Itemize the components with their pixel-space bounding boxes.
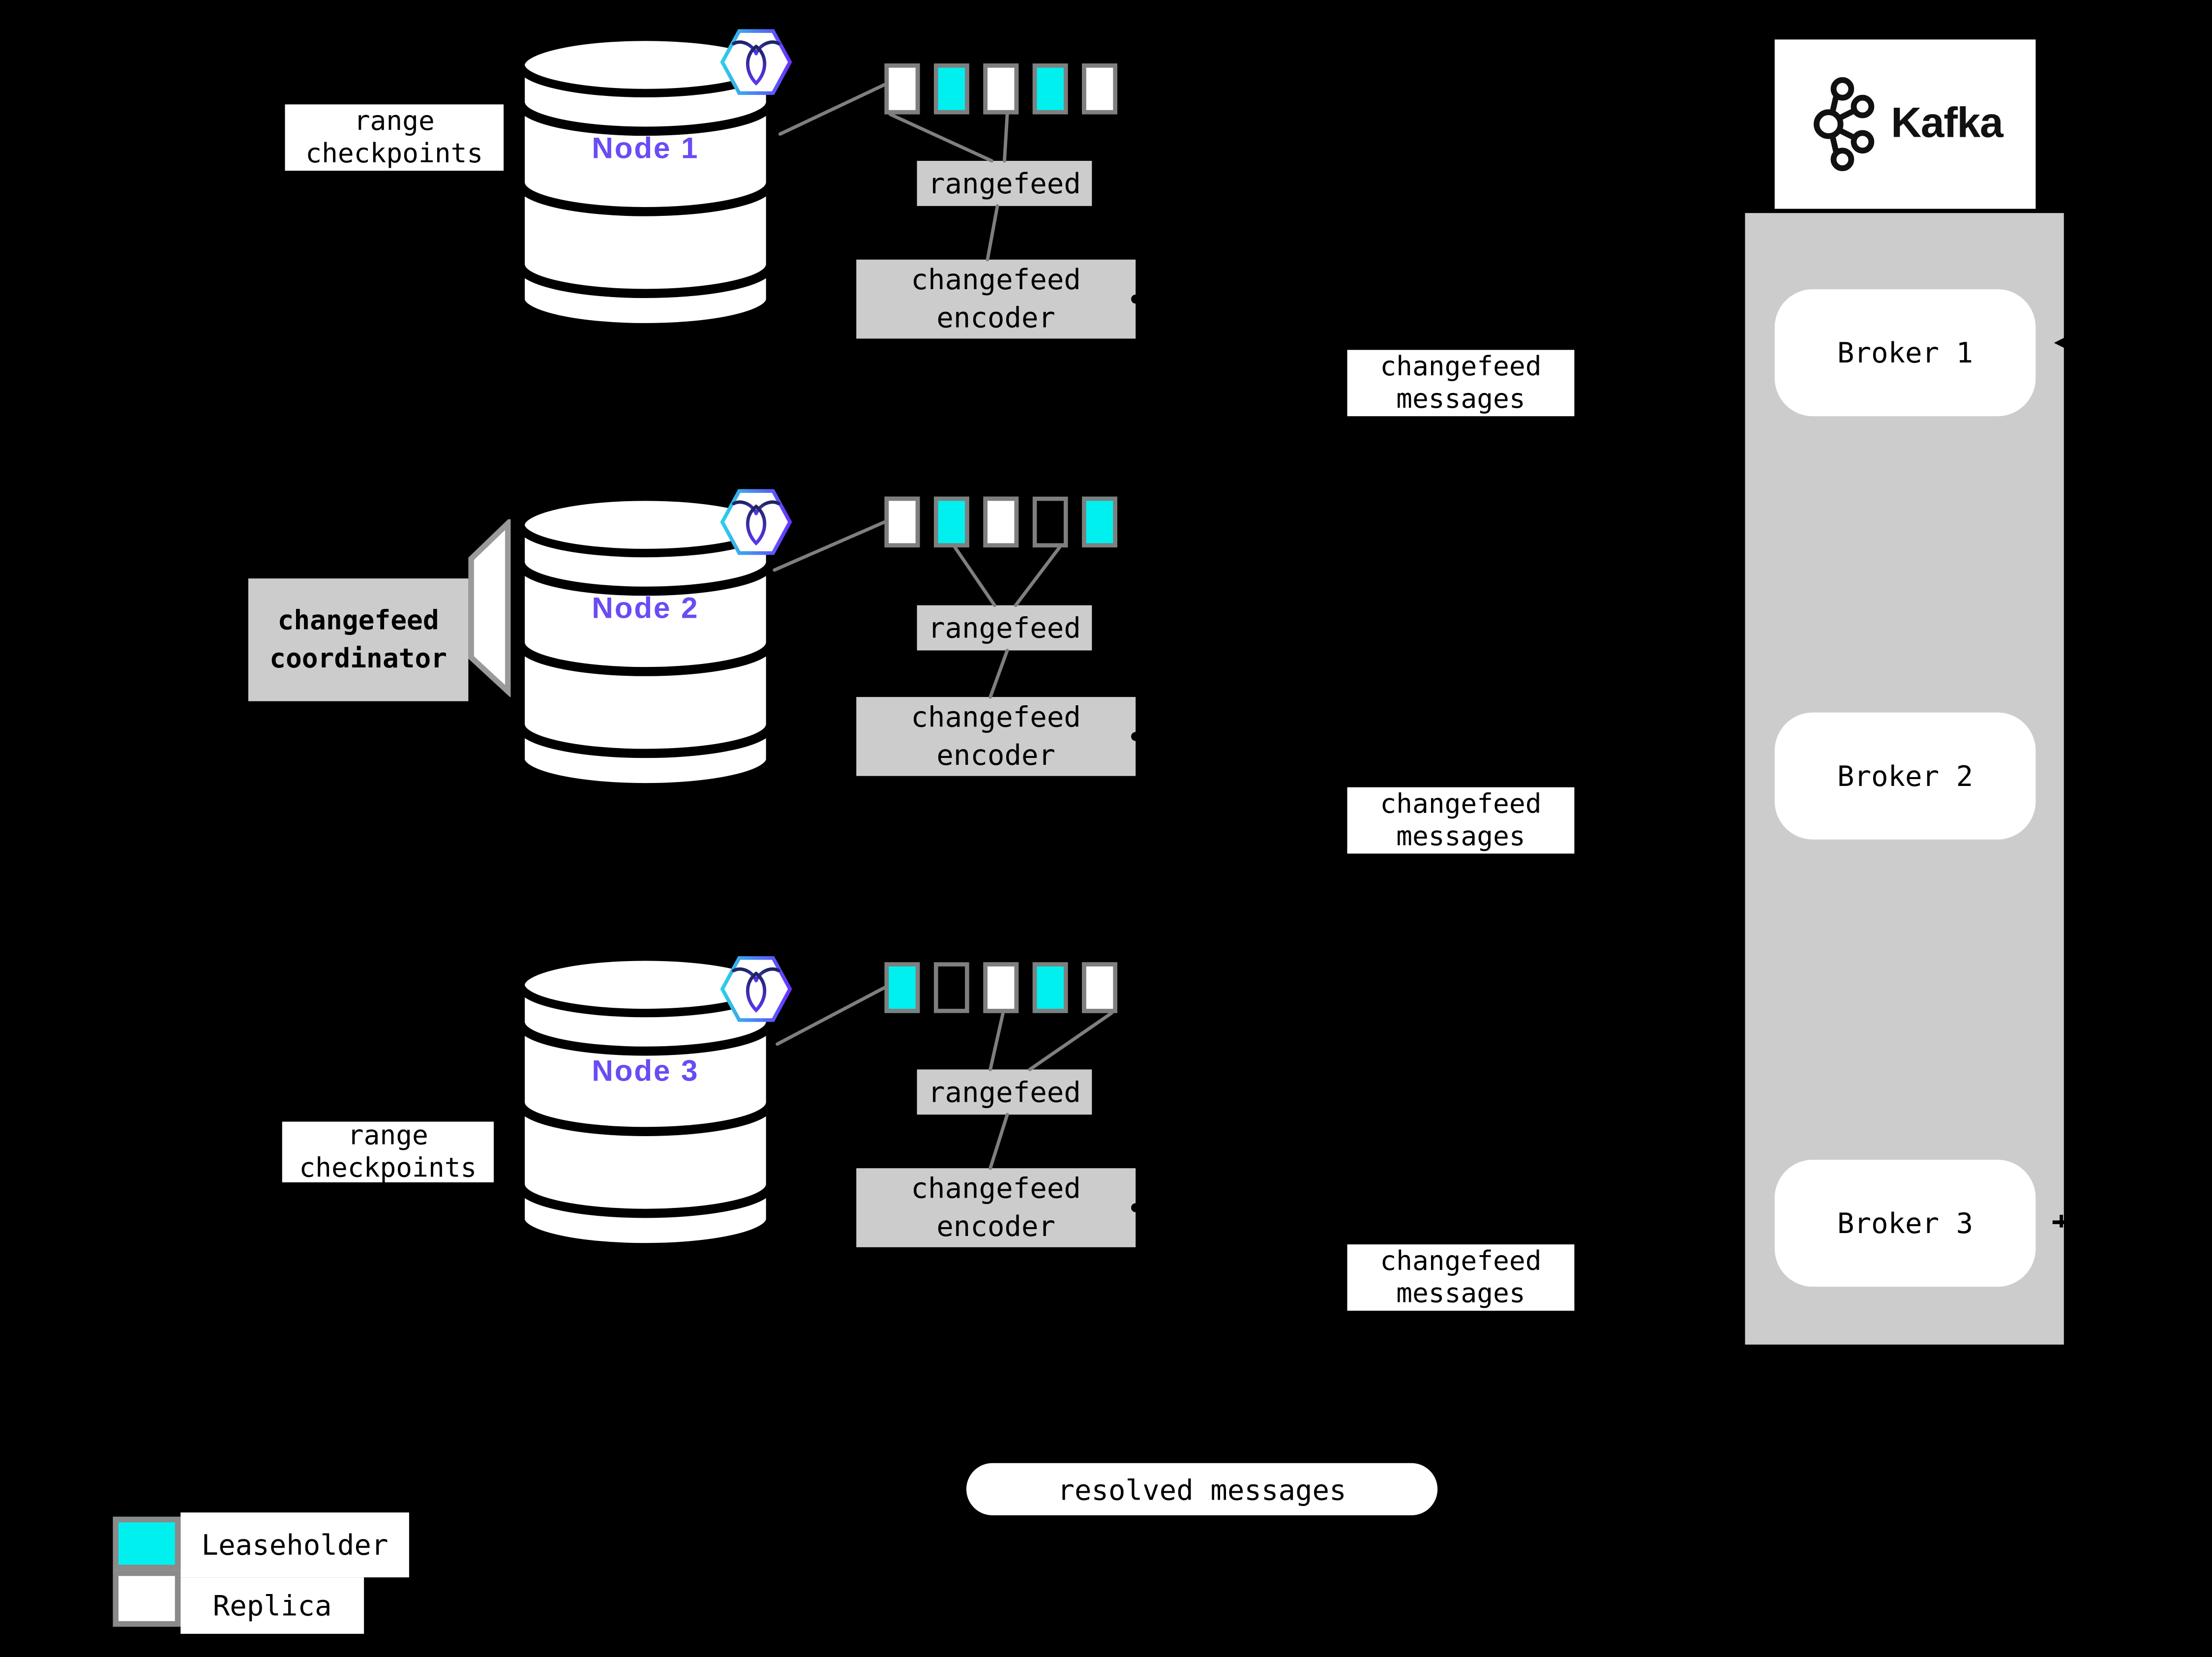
rangefeed-box: rangefeed (917, 1069, 1092, 1115)
range-replica-row (884, 496, 1132, 548)
legend-replica-label: Replica (180, 1577, 364, 1634)
node-name: Node 3 (592, 1055, 699, 1088)
range-cell (884, 962, 920, 1013)
changefeed-coordinator-box: changefeed coordinator (248, 578, 469, 701)
encoder-label-line2: encoder (936, 301, 1056, 334)
legend-leaseholder-swatch (113, 1516, 181, 1570)
range-cell (934, 496, 969, 548)
encoder-label-line2: encoder (936, 738, 1056, 772)
encoder-label-line1: changefeed (911, 262, 1081, 297)
changefeed-messages-label: changefeed messages (1347, 787, 1575, 854)
changefeed-encoder-box: changefeed encoder (856, 259, 1136, 339)
legend-leaseholder-label: Leaseholder (180, 1512, 409, 1578)
coordinator-pointer-flag (468, 519, 511, 697)
range-cell (1032, 496, 1068, 548)
node-name: Node 2 (592, 592, 699, 625)
changefeed-encoder-box: changefeed encoder (856, 697, 1136, 776)
range-cell (1082, 962, 1117, 1013)
encoder-label-line2: encoder (936, 1209, 1056, 1243)
rangefeed-box: rangefeed (917, 161, 1092, 206)
encoder-label-line1: changefeed (911, 1171, 1081, 1205)
broker-2: Broker 2 (1774, 712, 2036, 840)
range-cell (1032, 962, 1068, 1013)
range-cell (983, 496, 1019, 548)
range-cell (884, 496, 920, 548)
changefeed-messages-label: changefeed messages (1347, 350, 1575, 417)
database-cylinder (516, 492, 775, 792)
node-name: Node 1 (592, 132, 699, 165)
cockroachdb-logo-icon (720, 29, 792, 95)
broker-1: Broker 1 (1774, 289, 2036, 417)
range-checkpoints-label: range checkpoints (282, 1119, 494, 1183)
range-cell (983, 63, 1019, 115)
range-cell (1032, 63, 1068, 115)
kafka-header: Kafka (1774, 39, 2036, 209)
range-replica-row (884, 63, 1132, 115)
rangefeed-box: rangefeed (917, 605, 1092, 651)
cockroachdb-logo-icon (720, 489, 792, 555)
range-cell (983, 962, 1019, 1013)
legend-replica-swatch (113, 1570, 181, 1627)
range-cell (934, 962, 969, 1013)
range-replica-row (884, 962, 1132, 1013)
kafka-logo-icon (1814, 77, 1875, 171)
cockroachdb-logo-icon (720, 956, 792, 1022)
database-cylinder (516, 32, 775, 332)
encoder-label-line1: changefeed (911, 699, 1081, 734)
range-cell (1082, 63, 1117, 115)
changefeed-messages-label: changefeed messages (1347, 1244, 1575, 1311)
range-cell (884, 63, 920, 115)
range-checkpoints-label: range checkpoints (285, 104, 504, 171)
resolved-messages-label: resolved messages (966, 1463, 1438, 1515)
broker-3: Broker 3 (1774, 1160, 2036, 1287)
changefeed-encoder-box: changefeed encoder (856, 1168, 1136, 1247)
kafka-title: Kafka (1891, 100, 2003, 147)
range-cell (1082, 496, 1117, 548)
range-cell (934, 63, 969, 115)
